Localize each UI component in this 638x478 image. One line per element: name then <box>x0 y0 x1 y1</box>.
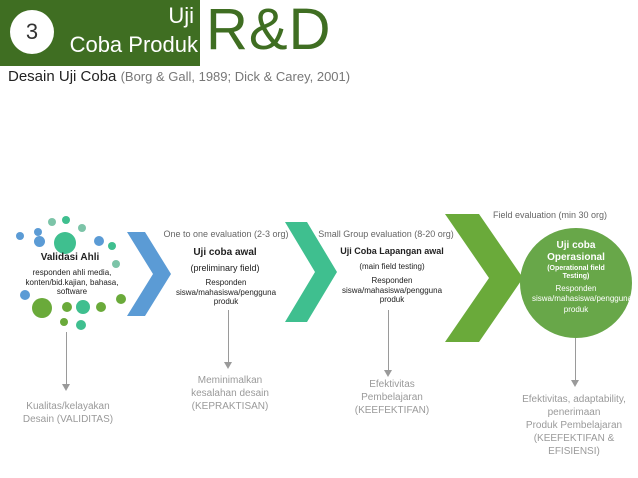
stage3-outcome: Efektivitas Pembelajaran (KEEFEKTIFAN) <box>354 379 430 416</box>
title-reference: (Borg & Gall, 1989; Dick & Carey, 2001) <box>120 69 351 84</box>
stage4-outcome: Efektivitas, adaptability, penerimaan Pr… <box>510 393 638 458</box>
stage4-down-arrowhead <box>571 380 579 387</box>
stage3-heading: Uji Coba Lapangan awal <box>340 246 444 256</box>
header-line-2: Coba Produk <box>69 32 198 57</box>
stage1-down-line <box>66 332 67 384</box>
stage3-label: Small Group evaluation (8-20 org) <box>318 229 454 239</box>
stage2-down-line <box>228 310 229 362</box>
stage2-label: One to one evaluation (2-3 org) <box>163 229 289 239</box>
stage4-desc: Responden siswa/mahasiswa/pengguna produ… <box>532 284 633 314</box>
stage4-outcome-line1: Efektivitas, adaptability, penerimaan <box>522 394 626 418</box>
stage2-sub: (preliminary field) <box>190 263 260 273</box>
stage4-outcome-line2: Produk Pembelajaran <box>525 420 623 431</box>
stage3-down-arrowhead <box>384 370 392 377</box>
stage4-label: Field evaluation (min 30 org) <box>492 210 608 220</box>
stage3-sub: (main field testing) <box>359 262 425 271</box>
stage2-outcome: Meminimalkan kesalahan desain (KEPRAKTIS… <box>191 375 269 412</box>
header-line-1: Uji <box>168 3 194 28</box>
stage1-desc: responden ahli media, konten/bid.kajian,… <box>25 268 119 297</box>
stage4-sub: (Operational field Testing) <box>547 265 605 281</box>
stage4-circle <box>520 228 632 338</box>
slide-number: 3 <box>10 10 54 54</box>
stage1-heading: Validasi Ahli <box>40 252 100 263</box>
page-title: Desain Uji Coba (Borg & Gall, 1989; Dick… <box>8 68 350 85</box>
stage2-heading: Uji coba awal <box>193 247 257 258</box>
stage4-heading: Uji coba Operasional <box>547 240 605 263</box>
chevron-green-icon <box>445 214 523 342</box>
stage4-outcome-line3: (KEEFEKTIFAN & EFISIENSI) <box>533 433 615 457</box>
stage2-down-arrowhead <box>224 362 232 369</box>
chevron-teal-icon <box>285 222 337 322</box>
stage3-desc: Responden siswa/mahasiswa/pengguna produ… <box>341 276 443 305</box>
big-title: R&D <box>206 0 332 62</box>
stage3-down-line <box>388 310 389 370</box>
stage1-outcome: Kualitas/kelayakan Desain (VALIDITAS) <box>22 401 114 425</box>
stage2-desc: Responden siswa/mahasiswa/pengguna produ… <box>175 278 277 307</box>
chevron-blue-icon <box>127 232 171 316</box>
title-main: Desain Uji Coba <box>8 68 117 85</box>
stage1-down-arrowhead <box>62 384 70 391</box>
stage4-down-line <box>575 338 576 380</box>
